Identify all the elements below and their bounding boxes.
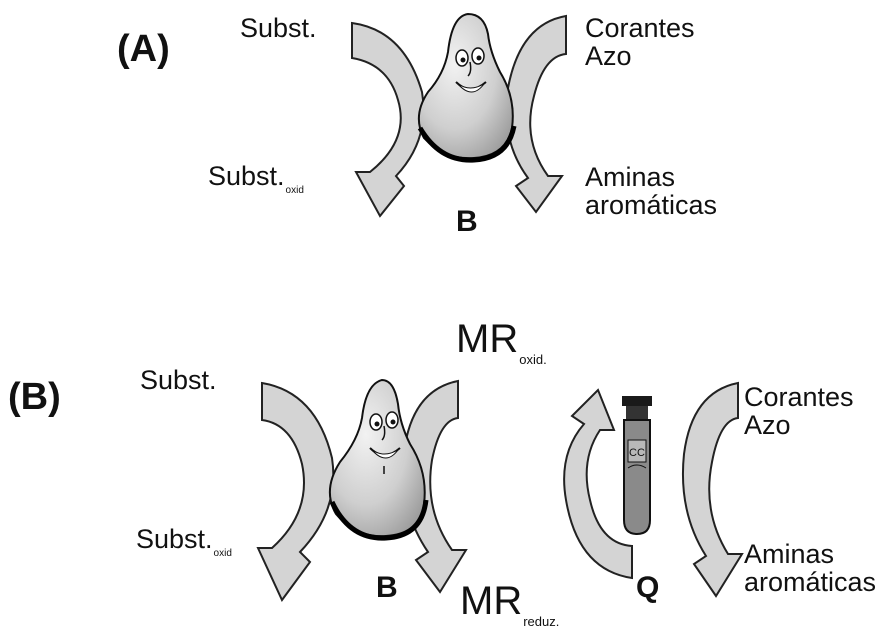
test-tube-icon: CC <box>622 396 652 534</box>
substrate-oxidized-label-b: Subst.oxid <box>136 525 232 553</box>
mediator-reduced-label: MRreduz. <box>460 580 559 622</box>
organism-label: B <box>456 206 478 238</box>
mediator-oxidized-label: MRoxid. <box>456 318 547 360</box>
left-reaction-arrow <box>352 23 424 216</box>
panel-b-graphics: CC <box>258 380 742 600</box>
chemical-label: Q <box>636 572 659 604</box>
panel-b-label: (B) <box>8 378 61 418</box>
left-reaction-arrow-b <box>258 383 333 600</box>
bacterium-cell-b <box>330 380 425 536</box>
substrate-oxidized-label: Subst.oxid <box>208 162 304 190</box>
right-reaction-arrow <box>506 16 566 212</box>
panel-a-graphics <box>352 14 566 216</box>
substrate-label: Subst. <box>240 14 317 42</box>
bacterium-cell <box>419 14 513 158</box>
svg-text:CC: CC <box>629 447 645 459</box>
organism-label-b: B <box>376 572 398 604</box>
panel-a-label: (A) <box>117 30 170 70</box>
chemical-right-arrow <box>683 383 742 596</box>
chemical-left-arrow <box>564 390 632 578</box>
substrate-label-b: Subst. <box>140 366 217 394</box>
